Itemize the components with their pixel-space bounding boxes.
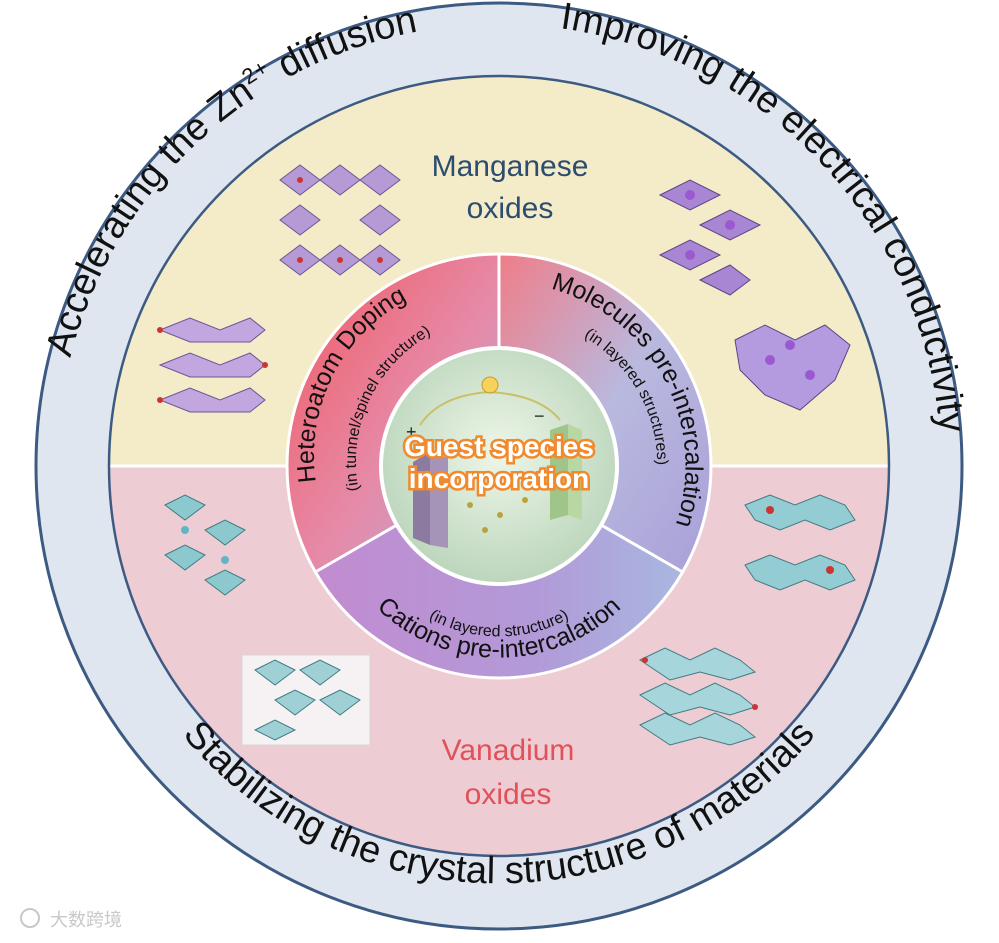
vanadium-title-line2: oxides [465,778,552,811]
vanadium-structure-3 [744,494,856,591]
center-title-line1: Guest species [404,431,594,462]
manganese-structure-spinel [658,179,762,296]
vanadium-title-line1: Vanadium [442,734,575,767]
vanadium-structure-2 [241,654,371,746]
watermark: 大数跨境 [50,910,122,930]
manganese-structure-tunnel [279,164,401,276]
anode-icon [413,452,430,545]
plus-sign: + [406,422,417,442]
manganese-title-line1: Manganese [432,150,589,183]
center-title-line2: incorporation [409,463,589,494]
cathode-icon [550,424,568,520]
lightbulb-icon [481,376,499,394]
manganese-structure-delta [734,324,851,411]
center-disk: + − Guest species incorporation [379,346,619,586]
vanadium-structure-4 [638,647,758,746]
manganese-structure-layered [157,317,268,413]
vanadium-structure-1 [164,494,246,596]
inner-disk-border [107,74,891,858]
manganese-title-line2: oxides [467,192,554,225]
watermark-logo-icon [20,908,40,928]
minus-sign: − [534,406,545,426]
